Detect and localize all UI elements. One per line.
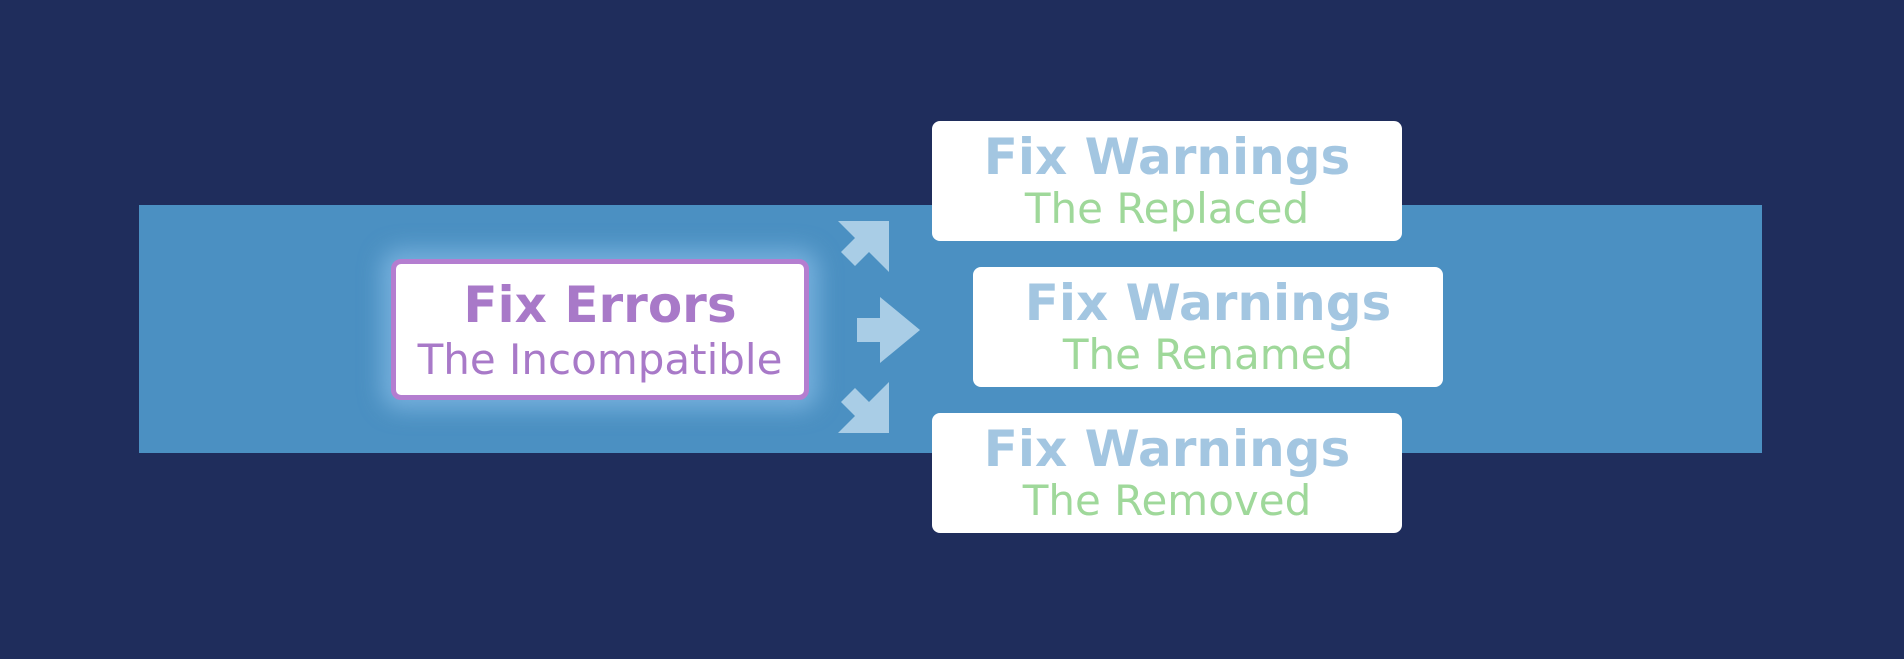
fix-warnings-replaced-box: Fix Warnings The Replaced bbox=[932, 121, 1402, 241]
fix-warnings-renamed-box: Fix Warnings The Renamed bbox=[973, 267, 1443, 387]
arrow-right-icon bbox=[857, 297, 920, 363]
fix-errors-box: Fix Errors The Incompatible bbox=[391, 259, 809, 400]
fix-warnings-replaced-subtitle: The Replaced bbox=[1024, 184, 1310, 233]
fix-warnings-renamed-subtitle: The Renamed bbox=[1062, 330, 1354, 379]
fix-errors-subtitle: The Incompatible bbox=[417, 334, 783, 384]
fix-warnings-replaced-title: Fix Warnings bbox=[983, 128, 1351, 186]
fix-warnings-renamed-title: Fix Warnings bbox=[1024, 274, 1392, 332]
fix-warnings-removed-title: Fix Warnings bbox=[983, 420, 1351, 478]
arrow-down-right-icon bbox=[838, 382, 889, 433]
fix-warnings-removed-box: Fix Warnings The Removed bbox=[932, 413, 1402, 533]
fix-warnings-removed-subtitle: The Removed bbox=[1022, 476, 1312, 525]
arrow-up-right-icon bbox=[838, 221, 889, 272]
fix-errors-title: Fix Errors bbox=[463, 275, 737, 334]
